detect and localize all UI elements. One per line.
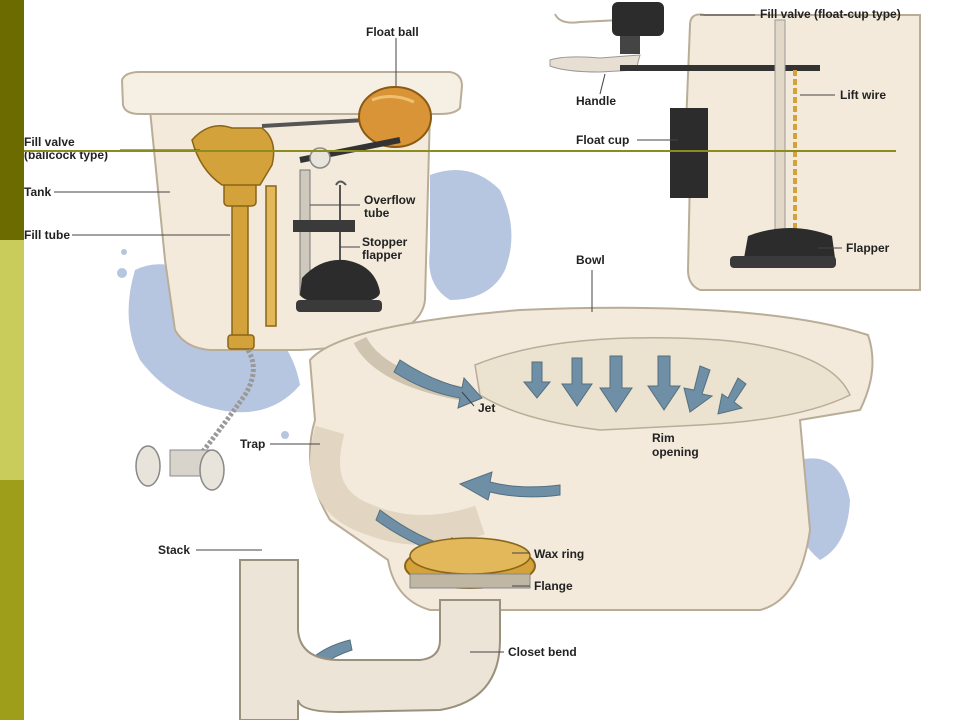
- label-trap: Trap: [240, 437, 265, 451]
- drain-pipes: [239, 559, 501, 720]
- float-ball-assembly: [261, 86, 432, 148]
- slide-sidebar: [0, 0, 24, 720]
- sidebar-block-middle: [0, 240, 24, 480]
- label-stack: Stack: [158, 543, 190, 557]
- label-bowl: Bowl: [576, 253, 605, 267]
- label-flapper: Flapper: [846, 241, 890, 255]
- label-rim-opening-1: Rim: [652, 431, 675, 445]
- label-tank: Tank: [24, 185, 51, 199]
- wax-ring-flange: [404, 537, 536, 589]
- label-float-ball: Float ball: [366, 25, 419, 39]
- float-cup-inset: [549, 2, 921, 291]
- label-fill-tube: Fill tube: [24, 228, 70, 242]
- label-flange: Flange: [534, 579, 573, 593]
- label-lift-wire: Lift wire: [840, 88, 886, 102]
- label-jet: Jet: [478, 401, 495, 415]
- sidebar-block-top: [0, 0, 24, 240]
- label-closet-bend: Closet bend: [508, 645, 577, 659]
- overflow-and-flapper: [293, 169, 382, 312]
- label-float-cup: Float cup: [576, 133, 629, 147]
- supply-valve: [135, 348, 256, 491]
- fill-valve-ballcock: [191, 125, 277, 350]
- label-overflow-tube-2: tube: [364, 206, 390, 220]
- label-rim-opening-2: opening: [652, 445, 699, 459]
- label-stopper-flapper-2: flapper: [362, 248, 402, 262]
- sidebar-block-bottom: [0, 480, 24, 720]
- label-stopper-flapper-1: Stopper: [362, 235, 408, 249]
- label-handle: Handle: [576, 94, 616, 108]
- label-fill-valve-ballcock-1: Fill valve: [24, 135, 75, 149]
- label-overflow-tube-1: Overflow: [364, 193, 416, 207]
- label-fill-valve-float-cup: Fill valve (float-cup type): [760, 7, 901, 21]
- label-wax-ring: Wax ring: [534, 547, 584, 561]
- slide-rule-line: [24, 150, 896, 152]
- bowl: [308, 306, 874, 611]
